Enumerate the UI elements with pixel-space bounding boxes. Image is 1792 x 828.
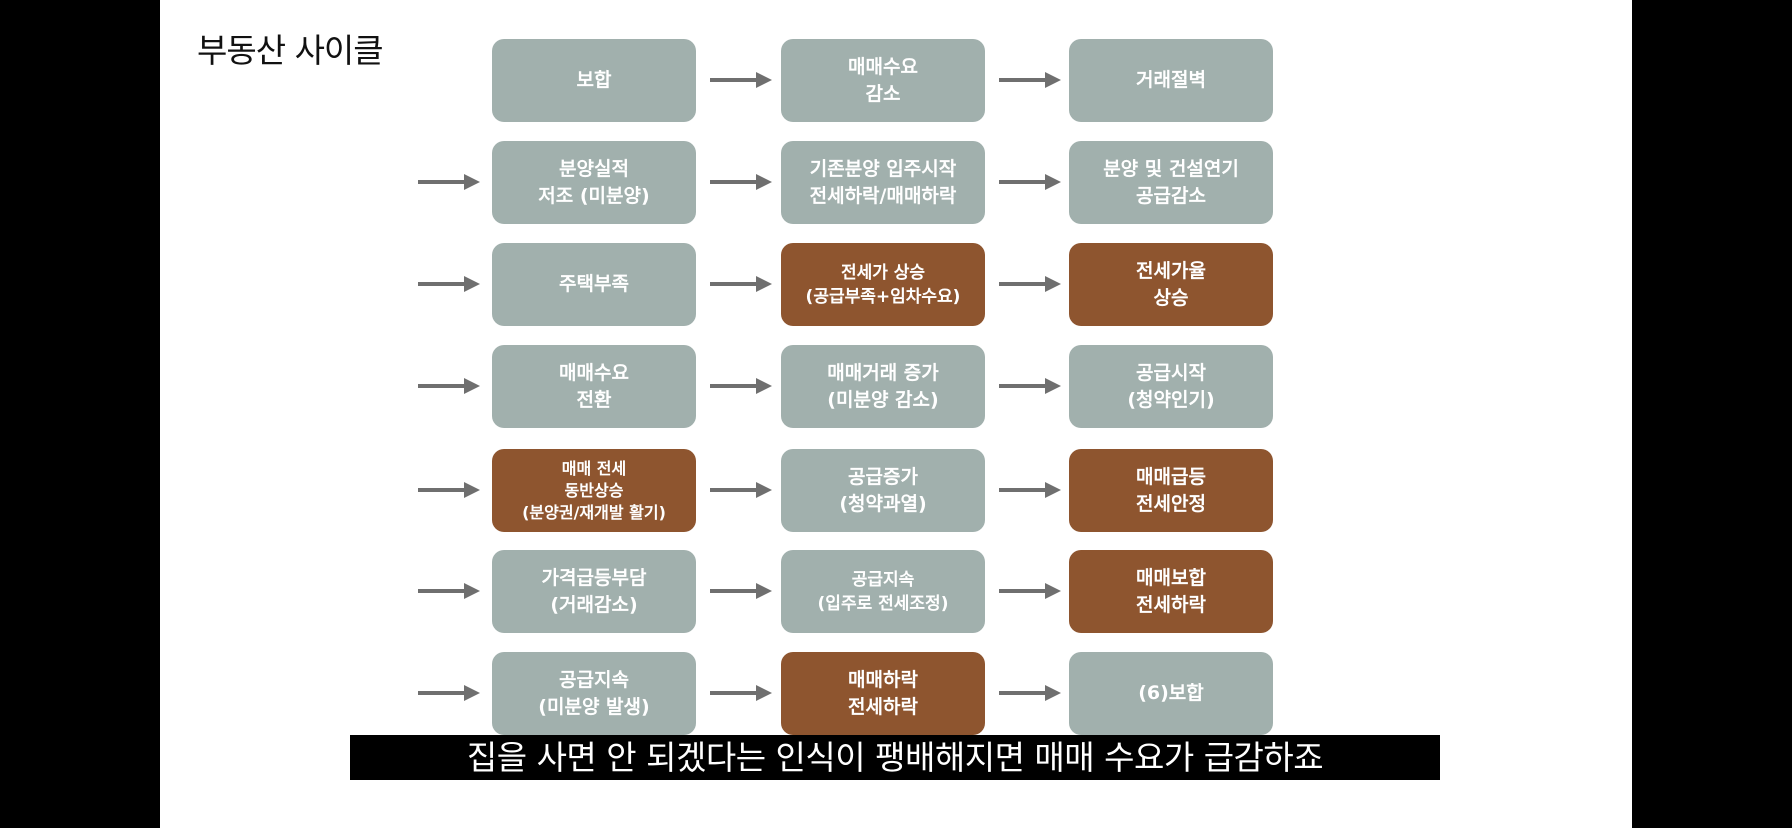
cycle-step-box: 분양실적 저조 (미분양): [492, 141, 696, 224]
arrow-right-icon: [418, 482, 480, 498]
arrow-right-icon: [999, 276, 1061, 292]
video-subtitle: 집을 사면 안 되겠다는 인식이 팽배해지면 매매 수요가 급감하죠: [350, 735, 1440, 780]
cycle-step-box: 공급지속 (입주로 전세조정): [781, 550, 985, 633]
cycle-step-box: 매매보합 전세하락: [1069, 550, 1273, 633]
cycle-step-box: 전세가 상승 (공급부족+임차수요): [781, 243, 985, 326]
arrow-right-icon: [710, 72, 772, 88]
cycle-step-box: 전세가율 상승: [1069, 243, 1273, 326]
arrow-right-icon: [418, 276, 480, 292]
cycle-step-box: 매매하락 전세하락: [781, 652, 985, 735]
cycle-step-box: 매매수요 감소: [781, 39, 985, 122]
cycle-step-box: 매매거래 증가 (미분양 감소): [781, 345, 985, 428]
arrow-right-icon: [999, 482, 1061, 498]
cycle-step-box: 공급지속 (미분양 발생): [492, 652, 696, 735]
arrow-right-icon: [710, 685, 772, 701]
arrow-right-icon: [710, 378, 772, 394]
arrow-right-icon: [710, 174, 772, 190]
cycle-step-box: 매매수요 전환: [492, 345, 696, 428]
page-title: 부동산 사이클: [197, 31, 384, 70]
cycle-step-box: 가격급등부담 (거래감소): [492, 550, 696, 633]
arrow-right-icon: [418, 174, 480, 190]
arrow-right-icon: [999, 72, 1061, 88]
arrow-right-icon: [418, 583, 480, 599]
arrow-right-icon: [418, 685, 480, 701]
cycle-step-box: 분양 및 건설연기 공급감소: [1069, 141, 1273, 224]
cycle-step-box: (6)보합: [1069, 652, 1273, 735]
cycle-step-box: 매매 전세 동반상승 (분양권/재개발 활기): [492, 449, 696, 532]
arrow-right-icon: [710, 583, 772, 599]
arrow-right-icon: [999, 685, 1061, 701]
cycle-step-box: 매매급등 전세안정: [1069, 449, 1273, 532]
arrow-right-icon: [999, 378, 1061, 394]
arrow-right-icon: [710, 276, 772, 292]
arrow-right-icon: [999, 174, 1061, 190]
cycle-step-box: 거래절벽: [1069, 39, 1273, 122]
arrow-right-icon: [418, 378, 480, 394]
cycle-step-box: 주택부족: [492, 243, 696, 326]
cycle-step-box: 기존분양 입주시작 전세하락/매매하락: [781, 141, 985, 224]
cycle-step-box: 공급시작 (청약인기): [1069, 345, 1273, 428]
arrow-right-icon: [710, 482, 772, 498]
cycle-step-box: 보합: [492, 39, 696, 122]
arrow-right-icon: [999, 583, 1061, 599]
cycle-step-box: 공급증가 (청약과열): [781, 449, 985, 532]
